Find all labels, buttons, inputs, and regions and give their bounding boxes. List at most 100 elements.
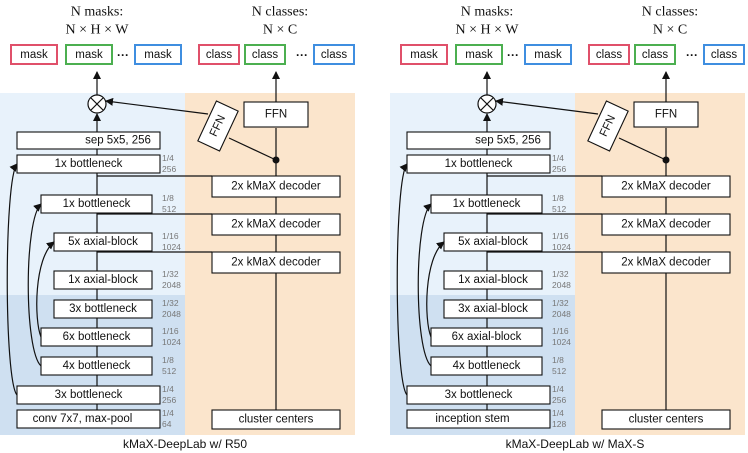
cluster-centers-label: cluster centers [629,414,704,426]
backbone-stride: 1/32 [552,269,569,279]
mask-ellipsis: ··· [507,48,519,62]
sep-conv-box [406,131,551,150]
class-box [634,44,676,65]
kmax-decoder-label: 2x kMaX decoder [231,257,321,269]
skip-connection-1-4 [396,163,408,396]
backbone-stride: 1/8 [552,355,564,365]
ffn-box [243,101,309,128]
mask-label: mask [20,49,48,61]
backbone-channels: 128 [552,419,566,429]
backbone-block-label: 3x bottleneck [69,303,137,315]
multiply-icon [90,97,104,111]
backbone-channels: 1024 [552,242,571,252]
class-label: class [206,49,232,61]
skip-connection-1-16 [36,241,55,338]
class-box [703,44,745,65]
backbone-stride: 1/32 [162,298,179,308]
backbone-channels: 1024 [552,337,571,347]
backbone-channels: 2048 [552,309,571,319]
sep-conv-box [16,131,161,150]
backbone-channels: 512 [162,366,176,376]
backbone-channels: 512 [162,204,176,214]
backbone-channels: 2048 [162,309,181,319]
backbone-channels: 256 [552,395,566,405]
backbone-channels: 2048 [162,280,181,290]
cluster-centers-label: cluster centers [239,414,314,426]
backbone-stride: 1/32 [552,298,569,308]
kmax-decoder-box [601,251,731,274]
backbone-stride: 1/4 [162,153,174,163]
backbone-stride: 1/16 [162,231,179,241]
class-label: class [711,49,737,61]
ffn-side-group: FFN [587,100,629,152]
backbone-channels: 512 [552,204,566,214]
backbone-block-label: 1x bottleneck [445,158,513,170]
backbone-channels: 64 [162,419,172,429]
ffn-label: FFN [265,109,287,121]
backbone-channels: 256 [162,164,176,174]
backbone-stride: 1/16 [552,231,569,241]
backbone-block-label: 4x bottleneck [63,360,131,372]
backbone-stride: 1/16 [552,326,569,336]
sep-conv-label: sep 5x5, 256 [475,135,541,147]
class-box [588,44,630,65]
class-box [313,44,355,65]
ffn-box [633,101,699,128]
class-box [244,44,286,65]
backbone-stride: 1/8 [162,193,174,203]
mask-ellipsis: ··· [117,48,129,62]
backbone-block-label: 5x axial-block [458,236,528,248]
backbone-block-label: 3x bottleneck [445,389,513,401]
mask-box [134,44,182,65]
cluster-centers-box [601,409,731,430]
mask-label: mask [144,49,172,61]
masks-header-title: N masks: [71,5,124,20]
kmax-decoder-box [211,213,341,236]
mask-label: mask [410,49,438,61]
backbone-block-label: 4x bottleneck [453,360,521,372]
backbone-channels: 2048 [552,280,571,290]
kmax-decoder-box [211,175,341,198]
backbone-channels: 256 [162,395,176,405]
mask-label: mask [75,49,103,61]
cluster-centers-box [211,409,341,430]
classes-header-title: N classes: [642,5,698,20]
backbone-stride: 1/8 [552,193,564,203]
side-ffn-to-multiply [105,97,209,115]
class-ellipsis: ··· [686,48,698,62]
panel-caption: kMaX-DeepLab w/ MaX-S [506,437,645,451]
skip-connection-1-8 [417,203,432,367]
mask-label: mask [534,49,562,61]
backbone-block [16,409,161,429]
masks-header-shape: N × H × W [66,23,130,38]
backbone-channels: 1024 [162,337,181,347]
backbone-block-label: conv 7x7, max-pool [33,413,133,425]
classes-header-shape: N × C [653,23,687,38]
backbone-block [53,299,153,319]
class-label: class [252,49,278,61]
backbone-stride: 1/4 [162,408,174,418]
masks-header-shape: N × H × W [456,23,520,38]
backbone-block-label: 1x axial-block [68,274,138,286]
backbone-block [53,270,153,290]
backbone-block-label: 1x bottleneck [55,158,123,170]
mask-box [65,44,113,65]
backbone-block-label: 1x axial-block [458,274,528,286]
kmax-decoder-label: 2x kMaX decoder [621,181,711,193]
backbone-block-label: 1x bottleneck [63,198,131,210]
class-label: class [596,49,622,61]
backbone-stride: 1/32 [162,269,179,279]
backbone-stride: 1/4 [552,384,564,394]
skip-connection-1-4 [6,163,18,396]
backbone-stride: 1/4 [162,384,174,394]
class-box [198,44,240,65]
backbone-stride: 1/4 [552,153,564,163]
backbone-channels: 512 [552,366,566,376]
kmax-decoder-label: 2x kMaX decoder [621,219,711,231]
backbone-block-label: 3x axial-block [458,303,528,315]
classes-header-shape: N × C [263,23,297,38]
class-label: class [321,49,347,61]
skip-connection-1-8 [27,203,42,367]
mask-label: mask [465,49,493,61]
